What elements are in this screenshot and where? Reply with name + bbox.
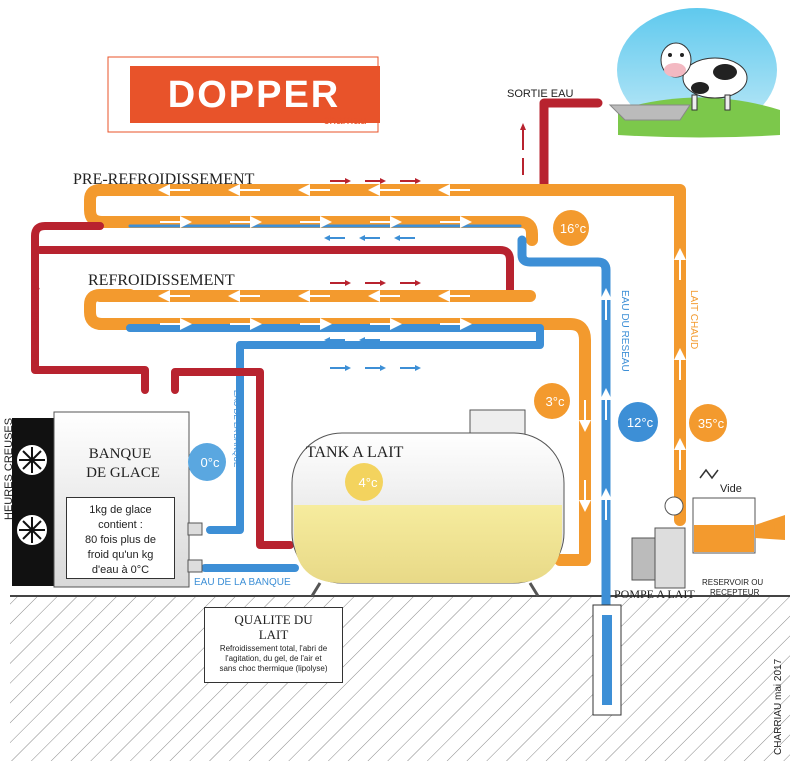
credit-label: CHARRIAU mai 2017 (773, 658, 784, 755)
temp-16: 16°c (553, 210, 589, 246)
temp-35: 35°c (689, 404, 727, 442)
side-arrows (324, 123, 526, 371)
quality-title-1: QUALITE DU (234, 612, 313, 627)
flow-arrows (158, 184, 686, 520)
temp-4-label: 4°c (359, 475, 378, 490)
lait-chaud-label: LAIT CHAUD (688, 290, 699, 349)
temp-35-label: 35°c (698, 416, 725, 431)
pre-cooling-loop (31, 98, 686, 526)
refroidissement-label: REFROIDISSEMENT (88, 272, 235, 289)
dopper-logo: DOPPER charriau (107, 56, 380, 133)
temp-12: 12°c (618, 402, 658, 442)
logo-text: DOPPER (168, 74, 340, 116)
milk-tank (291, 409, 565, 597)
note-line-2: contient : (98, 519, 143, 531)
reservoir-label: RESERVOIR OU (702, 578, 763, 587)
temp-0-label: 0°c (201, 455, 220, 470)
temp-4: 4°c (345, 463, 383, 501)
sortie-eau-label: SORTIE EAU (507, 88, 573, 100)
eau-du-reseau-label: EAU DU RESEAU (619, 290, 630, 372)
quality-box: QUALITE DU LAIT Refroidissement total, l… (204, 607, 343, 683)
heures-creuses-label: HEURES CREUSES (3, 418, 15, 520)
banque-title-2: DE GLACE (86, 465, 160, 481)
quality-text-1: Refroidissement total, l'abri de (219, 644, 328, 653)
lait-label: LAIT (757, 523, 778, 534)
quality-text-2: l'agitation, du gel, de l'air et (225, 654, 322, 663)
quality-text-3: sans choc thermique (lipolyse) (219, 664, 328, 673)
temp-12-label: 12°c (627, 415, 654, 430)
temp-3-label: 3°c (546, 394, 565, 409)
eau-de-la-banque-label: EAU DE LA BANQUE (194, 577, 291, 588)
heures-creuses-unit (12, 418, 54, 586)
logo-sub: charriau (323, 113, 366, 127)
tank-label: TANK A LAIT (306, 444, 404, 461)
recepteur-label: RECEPTEUR (710, 588, 760, 597)
note-line-1: 1kg de glace (89, 504, 152, 516)
ground (10, 595, 790, 761)
note-line-4: froid qu'un kg (87, 549, 154, 561)
note-line-5: d'eau à 0°C (91, 564, 150, 576)
vide-label: Vide (720, 483, 742, 495)
banque-title-1: BANQUE (89, 446, 152, 462)
temp-3: 3°c (534, 383, 570, 419)
note-line-3: 80 fois plus de (85, 534, 156, 546)
pompe-a-lait-label: POMPE A LAIT (614, 587, 695, 601)
quality-title-2: LAIT (258, 627, 289, 642)
pre-refroidissement-label: PRE-REFROIDISSEMENT (73, 171, 255, 188)
well (592, 604, 622, 716)
temp-16-label: 16°c (560, 221, 587, 236)
cow-scene (608, 8, 780, 138)
temp-0: 0°c (188, 443, 226, 481)
eau-retour-banque-label: EAU RETOUR BANQUE (31, 276, 40, 364)
ice-bank-note: 1kg de glace contient : 80 fois plus de … (66, 497, 175, 579)
eau-de-la-banque-vertical-label: EAU DE LA BANQUE (232, 390, 241, 467)
milk-pump (631, 468, 785, 589)
